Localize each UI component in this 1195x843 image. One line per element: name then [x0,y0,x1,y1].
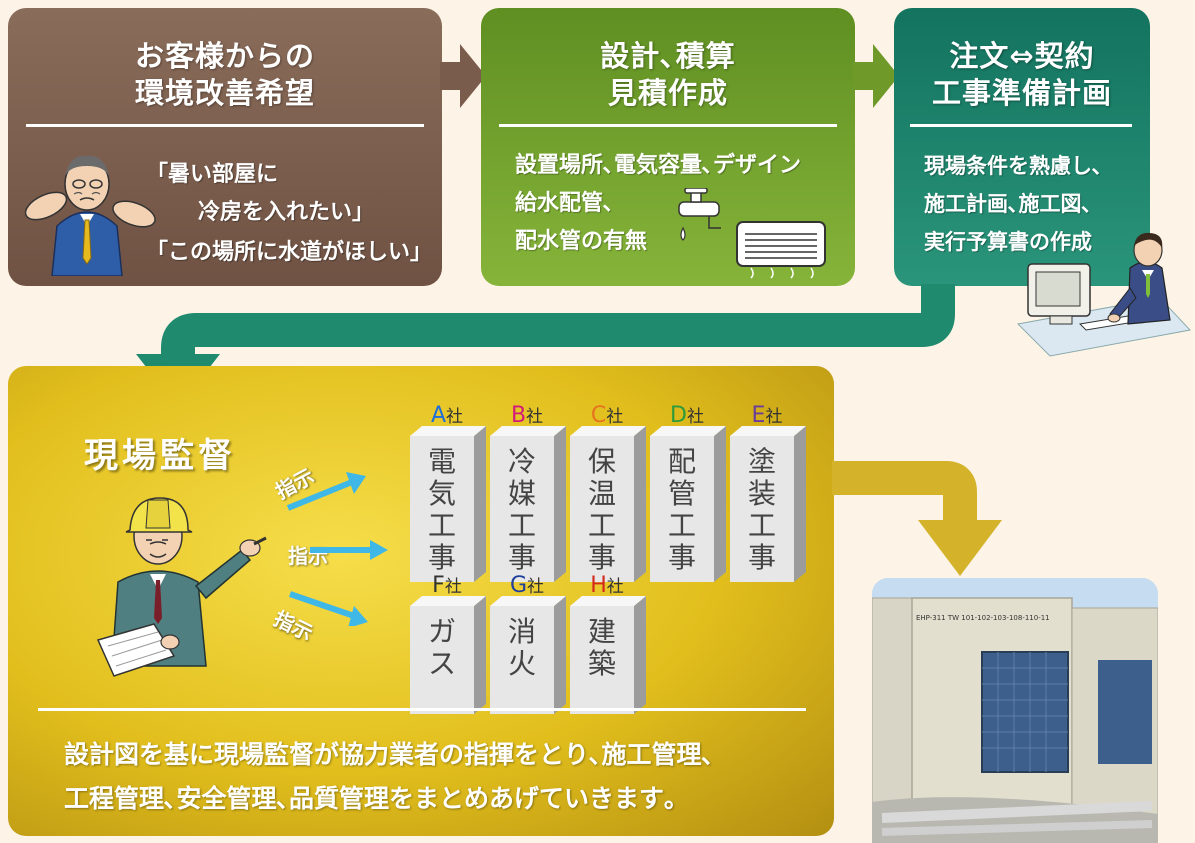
contractor-work: 塗装工事 [747,445,776,574]
outdoor-units-image [872,578,1158,843]
order-line-2: 施工計画､施工図､ [924,192,1092,216]
order-box-title: 注文⇔契約 工事準備計画 [931,39,1112,110]
contractor-suffix: 社 [765,407,783,427]
contractor-letter: C [590,403,607,428]
contractor-g: G社消火 [490,572,570,714]
contractor-suffix: 社 [444,577,462,597]
order-line-1: 現場条件を熟慮し､ [924,154,1103,178]
contractor-block [650,426,726,582]
contractor-letter: B [510,403,527,428]
faucet-icon [678,188,721,241]
customer-box-title: お客様からの 環境改善希望 [134,39,315,110]
contractor-f: F社ガス [410,572,490,714]
outdoor-units-photo: EHP-311 TW 101-102-103-108-110-11 [872,578,1158,843]
contractor-letter: F [432,573,445,598]
contractor-suffix: 社 [686,407,704,427]
contractor-b: B社冷媒工事 [490,402,570,582]
supervisor-summary-line2: 工程管理､安全管理､品質管理をまとめあげていきます｡ [64,784,677,813]
customer-quote-1-line1: 「暑い部屋に [146,162,279,187]
customer-quote-1-line2: 冷房を入れたい」 [198,200,375,225]
contractor-name: F社 [410,572,484,598]
contractor-suffix: 社 [526,407,544,427]
flow-arrow-4 [832,461,1002,576]
contractor-block [730,426,806,582]
contractor-name: H社 [570,572,644,598]
outdoor-unit-label: EHP-311 TW 101-102-103-108-110-11 [916,614,1050,622]
supervisor-divider [38,708,806,711]
contractor-name: D社 [650,402,724,428]
contractor-name: G社 [490,572,564,598]
contractor-block [570,596,646,714]
contractor-c: C社保温工事 [570,402,650,582]
design-line-2: 給水配管､ [515,191,615,216]
contractor-block [490,426,566,582]
supervisor-summary-line1: 設計図を基に現場監督が協力業者の指揮をとり､施工管理､ [64,740,715,769]
customer-quote-2: 「この場所に水道がほしい」 [146,240,433,265]
contractor-work: ガス [427,615,456,680]
air-conditioner-icon [736,221,826,279]
contractor-work: 配管工事 [667,445,696,574]
contractor-work: 冷媒工事 [507,445,536,574]
contractor-e: E社塗装工事 [730,402,810,582]
contractor-letter: E [751,403,766,428]
contractor-block [570,426,646,582]
contractor-suffix: 社 [446,407,464,427]
site-supervisor-illustration [96,497,267,677]
contractor-block [490,596,566,714]
design-line-1: 設置場所､電気容量､デザイン [515,153,802,178]
order-box-divider [910,124,1132,127]
contractor-block [410,426,486,582]
design-line-3: 配水管の有無 [515,229,648,254]
contractor-work: 電気工事 [427,445,456,574]
contractor-letter: A [430,403,447,428]
contractor-d: D社配管工事 [650,402,730,582]
contractor-block [410,596,486,714]
contractor-letter: G [509,573,528,598]
contractor-suffix: 社 [527,577,545,597]
contractor-letter: D [670,403,687,428]
customer-man-illustration [24,155,156,276]
flow-arrow-2 [853,44,899,108]
flow-arrow-1 [440,44,486,108]
customer-box-divider [26,124,424,127]
contractor-letter: H [590,573,607,598]
contractor-suffix: 社 [606,407,624,427]
design-box-divider [499,124,837,127]
contractor-work: 保温工事 [587,445,616,574]
contractor-work: 建築 [587,615,616,680]
instruct-arrows [286,472,388,626]
office-worker-illustration [1016,232,1191,357]
contractor-name: B社 [490,402,564,428]
contractor-a: A社電気工事 [410,402,490,582]
contractor-name: A社 [410,402,484,428]
design-estimate-box: 設計､積算 見積作成 設置場所､電気容量､デザイン 給水配管､ 配水管の有無 [481,8,855,286]
order-line-3: 実行予算書の作成 [924,230,1092,254]
customer-request-box: お客様からの 環境改善希望 「暑い部屋に 冷房を入れたい」 「この場所に水道がほ… [8,8,442,286]
contractor-name: E社 [730,402,804,428]
design-box-title: 設計､積算 見積作成 [600,39,736,110]
supervisor-title: 現場監督 [84,436,236,476]
contractor-h: H社建築 [570,572,650,714]
contractor-name: C社 [570,402,644,428]
contractor-suffix: 社 [606,577,624,597]
contractor-work: 消火 [507,615,536,680]
order-contract-box: 注文⇔契約 工事準備計画 現場条件を熟慮し､ 施工計画､施工図､ 実行予算書の作… [894,8,1150,286]
